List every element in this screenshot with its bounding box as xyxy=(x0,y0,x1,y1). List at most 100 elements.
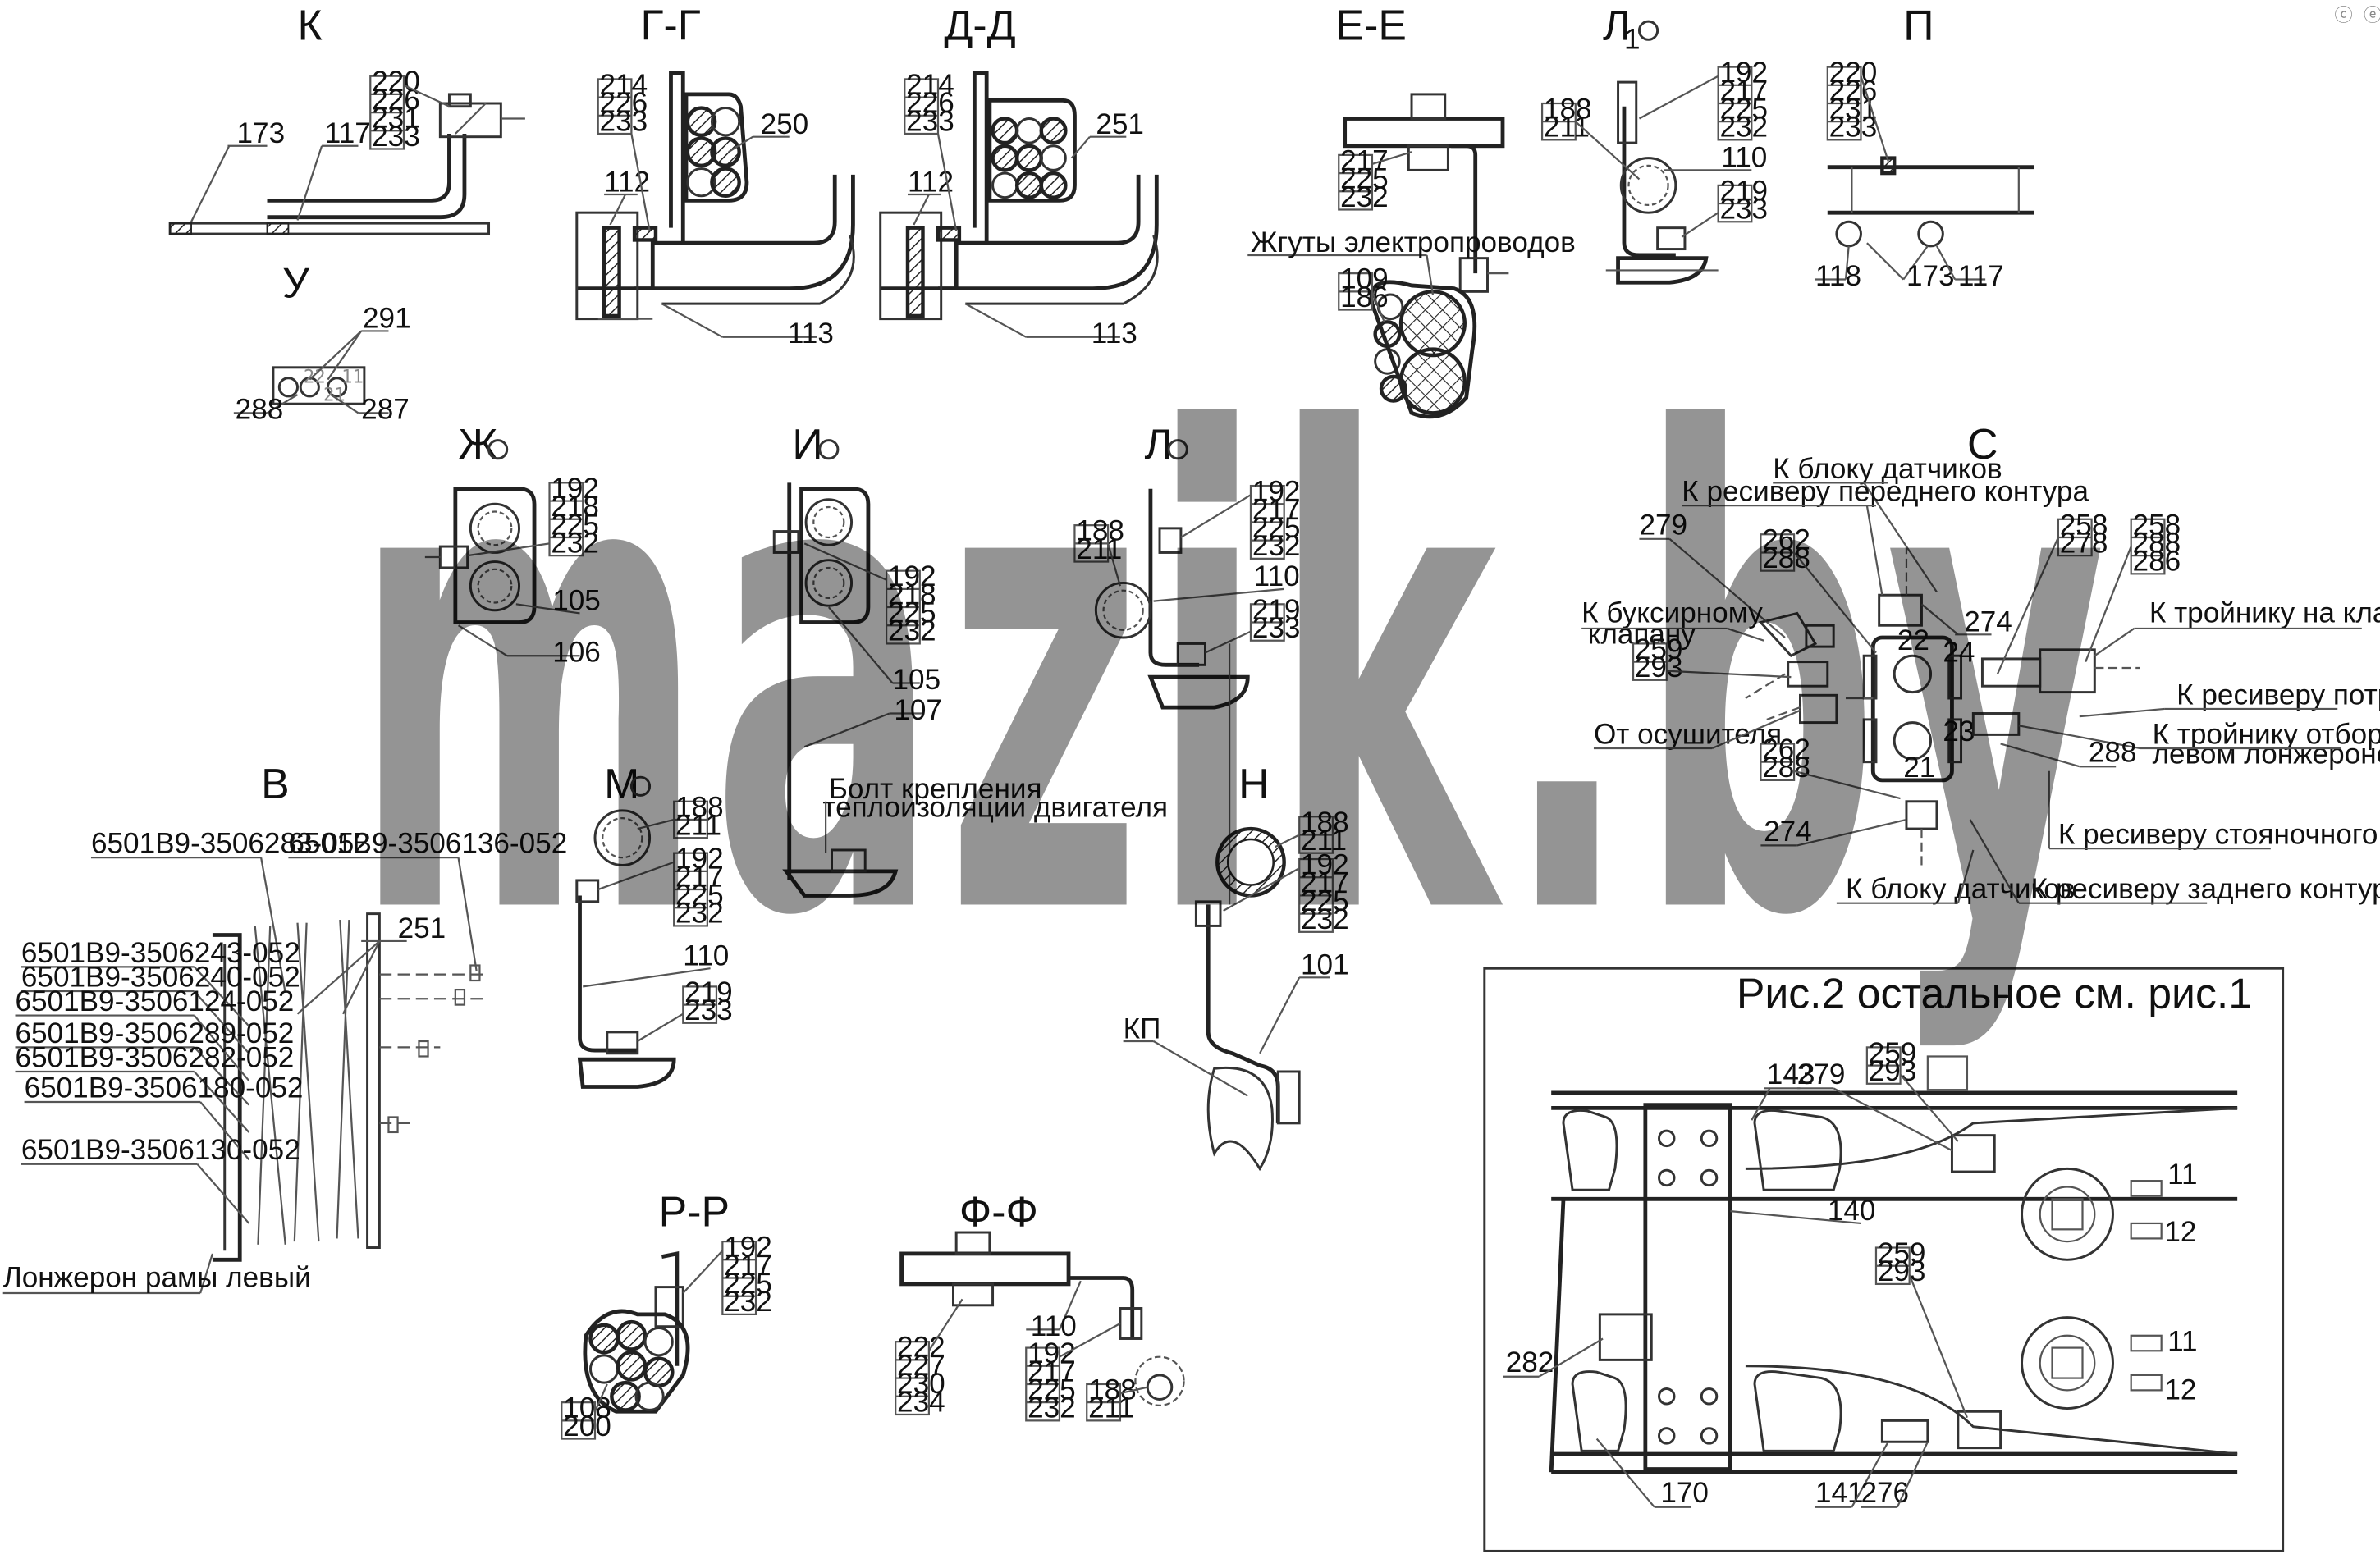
gg-stack-1: 226 xyxy=(600,87,648,119)
brake-chamber-lower xyxy=(2021,1316,2114,1410)
ee-stack2-0: 109 xyxy=(1340,263,1389,295)
view-n: Н 188 211 192 217 225 232 101 КП xyxy=(1124,760,1349,1172)
zh-stack-1: 218 xyxy=(551,491,599,523)
v-code-6-text: 6501В9-3506282-052 xyxy=(15,1041,294,1073)
v-code-2-text: 6501В9-3506243-052 xyxy=(21,937,300,969)
v-code-2: 6501В9-3506243-052 xyxy=(21,937,300,1027)
callout-l1-stack-b: 192 217 225 232 xyxy=(1638,57,1768,144)
view-dd-title: Д-Д xyxy=(944,1,1015,48)
ee-stack-1: 225 xyxy=(1340,163,1389,195)
callout-i-105: 105 xyxy=(893,664,941,696)
s-stack-258b: 258 288 286 xyxy=(2085,509,2181,663)
ff-stack-a-1: 227 xyxy=(897,1350,945,1382)
fig2-12b: 12 xyxy=(2164,1374,2196,1406)
i-stack-0: 192 xyxy=(888,560,936,592)
s-262a-1: 288 xyxy=(1762,542,1810,574)
valve-port-22: 22 xyxy=(1897,624,1929,656)
view-p-title: П xyxy=(1903,1,1934,48)
n-stack-b-2: 225 xyxy=(1301,885,1349,917)
callout-zh-105: 105 xyxy=(552,585,601,617)
view-l1: Л 1 188 211 192 217 225 232 110 xyxy=(1540,1,1768,285)
s-lock-tee: К тройнику на клапане блокировки xyxy=(2149,597,2380,629)
m-stack-b-3: 232 xyxy=(675,898,724,930)
s-288: 288 xyxy=(2089,737,2137,769)
view-dd: Д-Д 112 113 251 214 226 233 xyxy=(879,1,1159,350)
v-code-5: 6501В9-3506289-052 xyxy=(15,1017,294,1106)
n-stack-b-1: 217 xyxy=(1301,867,1349,899)
fig2-259b-0: 259 xyxy=(1878,1237,1926,1269)
valve-port-24: 24 xyxy=(1943,637,1975,669)
view-rr: Р-Р 192 217 225 232 108 200 xyxy=(561,1188,772,1442)
callout-k-173: 173 xyxy=(237,117,286,149)
p-stack-2: 231 xyxy=(1829,93,1878,125)
callout-k-117: 117 xyxy=(325,117,371,149)
l-stack-b-3: 232 xyxy=(1252,530,1301,562)
harness-bundle-rr xyxy=(583,1309,690,1414)
view-s: С 22 24 23 21 К блоку датчиков К ресив xyxy=(1581,420,2380,905)
l-stack-b-2: 225 xyxy=(1252,512,1301,544)
callout-v-251: 251 xyxy=(398,912,446,944)
i-stack-2: 225 xyxy=(888,597,936,629)
callout-ee-stack2: 109 186 xyxy=(1338,263,1389,322)
ee-harness-label: Жгуты электропроводов xyxy=(1251,226,1576,258)
s-sensor-top: К блоку датчиков xyxy=(1773,453,2002,485)
callout-u-287: 287 xyxy=(361,394,410,426)
harness-bundle-250 xyxy=(684,92,749,203)
s-towing-2: клапану xyxy=(1588,618,1696,650)
l-stack-c-0: 219 xyxy=(1252,594,1301,626)
callout-p-118: 118 xyxy=(1815,260,1861,292)
fig2-282: 282 xyxy=(1506,1346,1554,1378)
s-274a: 274 xyxy=(1964,606,2012,638)
callout-ee-stack: 217 225 232 xyxy=(1338,144,1412,213)
callout-dd-113: 113 xyxy=(1092,318,1137,350)
valve-port-21: 21 xyxy=(1903,752,1935,784)
gg-stack-0: 214 xyxy=(600,69,648,101)
v-code-4-text: 6501В9-3506124-052 xyxy=(15,985,294,1017)
l-stack-b-1: 217 xyxy=(1252,494,1301,526)
p-stack-0: 220 xyxy=(1829,57,1878,89)
s-front-receiver: К ресиверу переднего контура xyxy=(1682,476,2089,508)
fig2-stack-259a: 259 293 xyxy=(1865,1037,1959,1142)
s-258b-2: 286 xyxy=(2133,546,2181,578)
fig2-259a-1: 293 xyxy=(1869,1055,1917,1087)
view-v: В 6501В9-3506283-052 6501В9-3506136-052 … xyxy=(2,760,567,1295)
callout-m-stack-b: 192 217 225 232 xyxy=(597,843,724,930)
zh-stack-0: 192 xyxy=(551,473,599,505)
callout-p-stack: 220 226 231 233 xyxy=(1826,57,1889,162)
fig2-259b-1: 293 xyxy=(1878,1255,1926,1287)
callout-gg-113: 113 xyxy=(788,318,834,350)
s-dryer: От осушителя xyxy=(1594,718,1782,750)
rr-stack-0: 192 xyxy=(724,1232,772,1264)
bolt-label-1: Болт крепления xyxy=(829,773,1042,805)
callout-m-110: 110 xyxy=(683,940,729,972)
ff-stack-b-1: 217 xyxy=(1028,1355,1076,1387)
l-stack-b-0: 192 xyxy=(1252,476,1301,508)
ee-stack-2: 232 xyxy=(1340,181,1389,213)
ff-stack-b-2: 225 xyxy=(1028,1374,1076,1406)
l1-stack-c-0: 219 xyxy=(1719,175,1768,207)
l1-stack-b-3: 232 xyxy=(1719,112,1768,144)
callout-l1-110: 110 xyxy=(1721,142,1767,174)
valve-block: 22 24 23 21 xyxy=(1862,624,1975,784)
callout-l1-stack-c: 219 233 xyxy=(1681,175,1768,238)
ee-stack2-1: 186 xyxy=(1340,281,1389,313)
view-k-title: К xyxy=(298,1,323,48)
callout-l-110: 110 xyxy=(1254,560,1300,592)
view-gg-title: Г-Г xyxy=(640,1,700,48)
s-rear-receiver: К ресиверу заднего контура xyxy=(2031,873,2380,905)
m-stack-b-1: 217 xyxy=(675,861,724,893)
m-stack-b-0: 192 xyxy=(675,843,724,875)
k-stack-3: 233 xyxy=(372,121,420,153)
ff-stack-a-2: 230 xyxy=(897,1368,945,1400)
fig2-frame xyxy=(1483,967,2285,1552)
callout-m-stack-c: 219 233 xyxy=(637,976,733,1042)
v-code-6: 6501В9-3506282-052 xyxy=(15,1041,294,1133)
m-stack-c-0: 219 xyxy=(684,976,733,1008)
n-stack-b-3: 232 xyxy=(1301,903,1349,935)
m-stack-a-1: 211 xyxy=(675,809,721,841)
brake-chamber-upper xyxy=(2021,1167,2114,1261)
l1-stack-c-1: 233 xyxy=(1719,194,1768,226)
fig2-259a-0: 259 xyxy=(1869,1037,1917,1069)
valve-port-23: 23 xyxy=(1943,715,1975,747)
fig2-170: 170 xyxy=(1660,1477,1709,1509)
